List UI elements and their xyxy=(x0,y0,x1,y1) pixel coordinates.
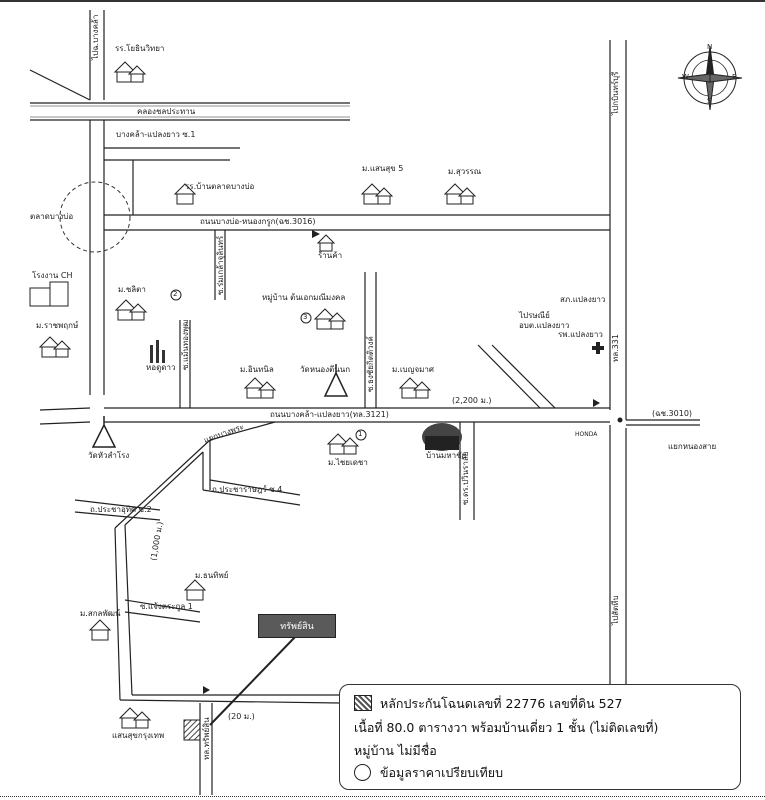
bottom-border xyxy=(0,796,765,797)
compass-n: N xyxy=(707,43,713,51)
marker-2 xyxy=(170,289,182,301)
marker-2-label: 2 xyxy=(173,290,178,298)
palace-icon xyxy=(422,423,462,451)
hospital-icon xyxy=(592,342,604,354)
place-village-benjamas: ม.เบญจมาศ xyxy=(392,365,434,374)
target-property-label: ทรัพย์สิน xyxy=(258,614,336,638)
place-village-suwan: ม.สุวรรณ xyxy=(448,167,482,176)
top-border xyxy=(0,0,765,2)
road-label-soi-k: ทล.ทรัพย์สิน xyxy=(202,717,211,760)
legend-line-1: หลักประกันโฉนดเลขที่ 22776 เลขที่ดิน 527 xyxy=(380,696,623,711)
pointer-line xyxy=(209,635,297,726)
place-village-sansuk: ม.แสนสุข 5 xyxy=(362,164,404,173)
legend-line-2: เนื้อที่ 80.0 ตารางวา พร้อมบ้านเดี่ยว 1 … xyxy=(354,720,659,735)
road-label-canal: คลองชลประทาน xyxy=(135,107,198,116)
road-label-soi-b: ซ.แม้นทองพุฒ xyxy=(181,319,190,370)
target-parcel xyxy=(183,719,201,741)
circle-swatch-icon xyxy=(354,764,371,781)
place-sao: สภ.แปลงยาว xyxy=(560,295,606,304)
hatch-swatch-icon xyxy=(354,695,372,711)
compass-e: E xyxy=(732,73,737,81)
road-label-soi-j: ซ.แจ้งตระกูล 1 xyxy=(140,602,193,611)
road-label-331: ทล.331 xyxy=(611,334,620,362)
road-label-to-bang-khla: ไปฉ.บางคล้า xyxy=(91,14,100,60)
place-pet-shop: หอดูดาว xyxy=(146,363,176,372)
place-village-sakon: ม.สกลพัฒน์ xyxy=(80,609,121,618)
road-label-soi-c: ซ.ธงชัยกิตติวงค์ xyxy=(366,336,375,392)
road-label-main-south: ถนนบางคล้า-แปลงยาว(ทล.3121) xyxy=(268,410,391,419)
road-label-20: (20 ม.) xyxy=(228,712,255,721)
compass-icon xyxy=(677,45,743,111)
compass-w: W xyxy=(682,73,689,81)
place-village-saensuk-bottom: แสนสุขกรุงเทพ xyxy=(112,731,165,740)
marker-3 xyxy=(300,312,312,324)
place-factory: โรงงาน CH xyxy=(32,271,73,280)
road-label-soi1: บางคล้า-แปลงยาว ซ.1 xyxy=(116,130,196,139)
legend-box: หลักประกันโฉนดเลขที่ 22776 เลขที่ดิน 527… xyxy=(339,684,741,790)
place-school-2: รร.บ้านตลาดบางบ่อ xyxy=(185,182,255,191)
place-hospital: รพ.แปลงยาว xyxy=(558,330,603,339)
compass-s: S xyxy=(707,97,712,105)
tower-icon xyxy=(150,340,165,363)
road-label-north: ไปกบินทร์บุรี xyxy=(611,71,620,115)
place-temple-2: วัดหัวสำโรง xyxy=(88,451,130,460)
road-label-sattahip: ไปสัตหีบ xyxy=(611,595,620,625)
road-label-soi-a: ซ.ร่มเกล้าจุลินทร์ xyxy=(216,235,225,295)
temple-icon xyxy=(323,364,349,397)
place-village-thanathip: ม.ธนทิพย์ xyxy=(195,571,229,580)
place-village-chalita: ม.ชลิตา xyxy=(118,285,146,294)
road-label-soi-h: ถ.ประชาราษฎร์ ซ.4 xyxy=(212,485,283,494)
road-label-nong-sai: แยกหนองสาย xyxy=(668,442,717,451)
place-post-office: ไปรษณีย์ xyxy=(519,311,550,320)
marker-1 xyxy=(355,429,367,441)
road-label-3010: (ฉช.3010) xyxy=(652,409,693,418)
legend-line-4: ข้อมูลราคาเปรียบเทียบ xyxy=(380,765,504,780)
place-school-1: รร.โยธินวิทยา xyxy=(115,44,165,53)
marker-1-label: 1 xyxy=(358,430,363,438)
place-talad-bang-bo: ตลาดบางบ่อ xyxy=(30,212,74,221)
place-shop: ร้านค้า xyxy=(318,251,343,260)
place-village-mueang: หมู่บ้าน ต้นเอกมณีมงคล xyxy=(262,293,346,302)
place-village-chaiyadej: ม.ไชยเดชา xyxy=(328,458,368,467)
temple-icon-2 xyxy=(91,416,117,448)
place-district-office: อบต.แปลงยาว xyxy=(519,321,570,330)
place-village-inthanin: ม.อินทนิล xyxy=(240,365,274,374)
house-icons xyxy=(29,61,477,729)
place-honda: HONDA xyxy=(575,431,598,438)
road-label-soi-i: ถ.ประชาอุทิศ ซ.2 xyxy=(90,505,152,514)
area-circle xyxy=(59,181,131,253)
road-label-main-north: ถนนบางบ่อ-หนองกรูก(ฉช.3016) xyxy=(198,217,318,226)
place-temple: วัดหนองตีนนก xyxy=(300,365,351,374)
road-label-2200: (2,200 ม.) xyxy=(452,396,492,405)
legend-line-3: หมู่บ้าน ไม่มีชื่อ xyxy=(354,743,437,758)
place-village-rachapruek: ม.ราชพฤกษ์ xyxy=(36,321,79,330)
marker-3-label: 3 xyxy=(303,313,308,321)
place-village-mahachai: บ้านมหาชัย xyxy=(426,451,467,460)
